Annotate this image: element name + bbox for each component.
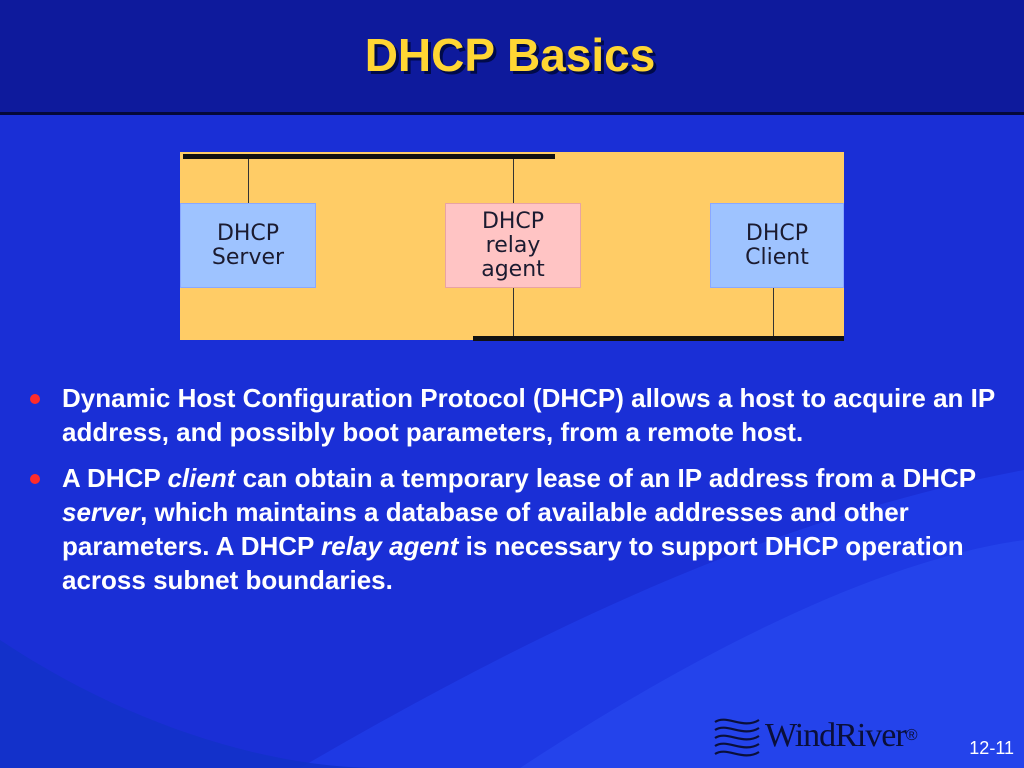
bullet-item: A DHCP client can obtain a temporary lea… xyxy=(30,461,1010,597)
relay-link-top xyxy=(513,159,514,204)
registered-mark: ® xyxy=(905,727,918,744)
bullet-text: Dynamic Host Configuration Protocol (DHC… xyxy=(62,383,995,447)
page-number: 12-11 xyxy=(969,738,1014,758)
windriver-logo: WindRiver® xyxy=(713,710,943,762)
network-bus-bottom xyxy=(473,336,844,341)
logo-text: WindRiver xyxy=(765,717,907,754)
bullet-text-part: can obtain a temporary lease of an IP ad… xyxy=(235,463,976,493)
client-link xyxy=(773,288,774,336)
term-server: server xyxy=(62,497,141,527)
term-client: client xyxy=(167,463,236,493)
network-bus-top xyxy=(183,154,555,159)
relay-link-bottom xyxy=(513,288,514,336)
dhcp-diagram: DHCP Server DHCP relay agent DHCP Client xyxy=(180,152,844,341)
bullet-item: Dynamic Host Configuration Protocol (DHC… xyxy=(30,381,1010,449)
bullet-text-part: , which maintains a database of availabl… xyxy=(62,497,909,561)
dhcp-relay-agent-node: DHCP relay agent xyxy=(445,203,581,288)
bullet-list: Dynamic Host Configuration Protocol (DHC… xyxy=(30,381,1010,609)
header-band xyxy=(0,0,1024,112)
bullet-text-part: is necessary to support DHCP operation a… xyxy=(62,531,964,595)
term-relay-agent: relay agent xyxy=(321,531,459,561)
dhcp-server-node: DHCP Server xyxy=(180,203,316,288)
bullet-dot-icon xyxy=(30,474,40,484)
server-link xyxy=(248,159,249,203)
header-rule xyxy=(0,112,1024,115)
bullet-text-part: A DHCP xyxy=(62,463,168,493)
windriver-waves-icon xyxy=(714,718,760,757)
slide-title: DHCP Basics xyxy=(364,29,656,81)
bullet-dot-icon xyxy=(30,394,40,404)
dhcp-client-node: DHCP Client xyxy=(710,203,844,288)
